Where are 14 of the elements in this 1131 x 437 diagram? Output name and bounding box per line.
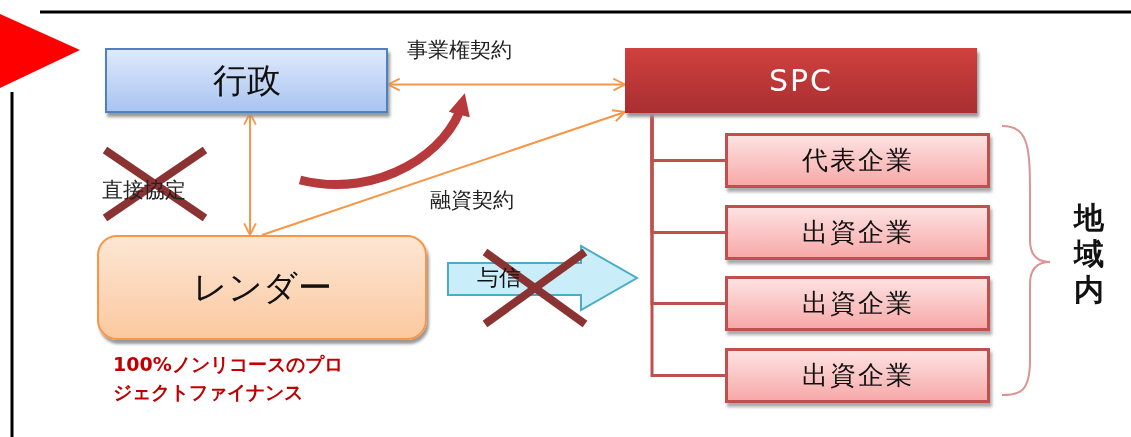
company-box: 代表企業: [725, 133, 990, 188]
note-text: 100%ノンリコースのプロジェクトファイナンス: [113, 352, 344, 405]
header-box: SPC: [625, 48, 977, 113]
side-label: 地域内: [1074, 200, 1105, 308]
company-box: 出資企業: [725, 348, 990, 403]
connector-line: [650, 113, 725, 377]
company-box: 出資企業: [725, 205, 990, 260]
double-arrow: [387, 77, 626, 92]
rounded-box: レンダー: [97, 235, 427, 340]
company-box: 出資企業: [725, 276, 990, 331]
double-arrow: [243, 112, 257, 236]
process-box: 行政: [105, 48, 388, 113]
arrow: [261, 109, 626, 236]
edge-label: 融資契約: [428, 186, 516, 214]
